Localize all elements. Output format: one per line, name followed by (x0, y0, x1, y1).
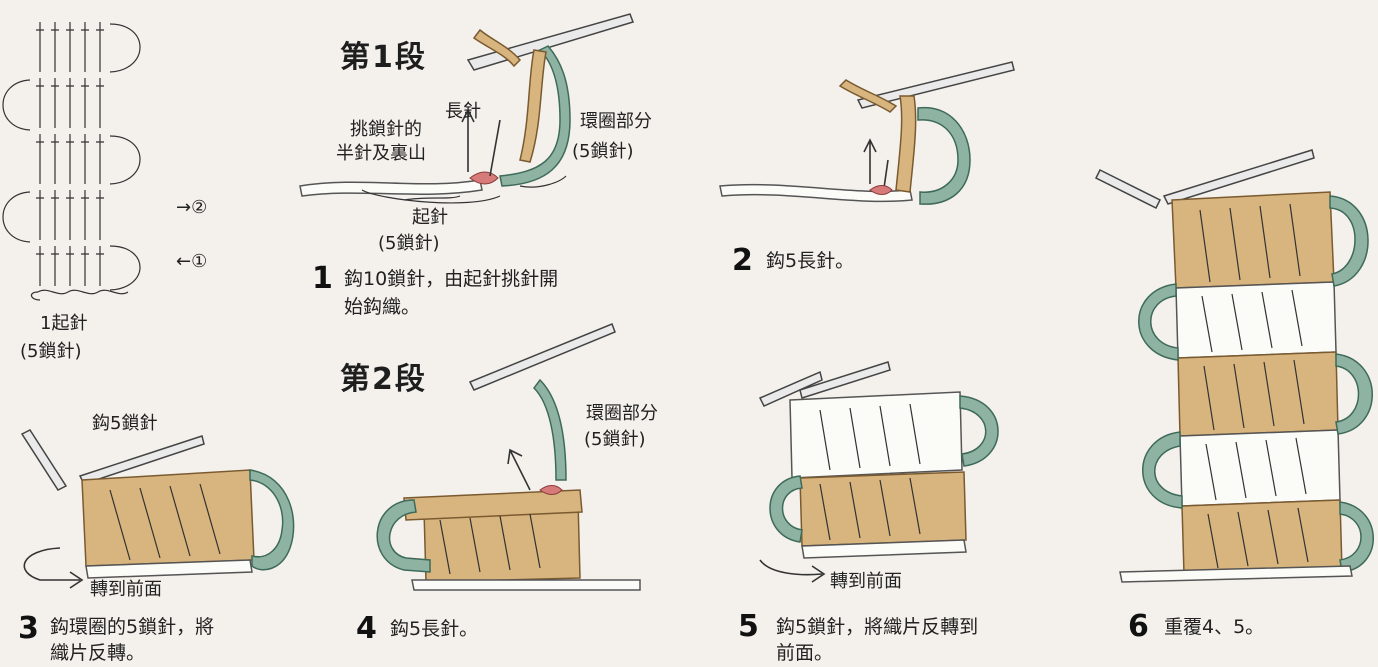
step3-number: 3 (18, 614, 39, 644)
step4-label-loop-2: (5鎖針) (584, 428, 646, 452)
step3-caption-1: 鈎環圈的5鎖針，將 (50, 614, 214, 640)
step3-caption-2: 織片反轉。 (50, 640, 145, 666)
row1-title: 第1段 (340, 32, 427, 76)
step1-label-pick-1: 挑鎖針的 (350, 118, 422, 142)
row2-title: 第2段 (340, 354, 427, 398)
chart-row1-label: ←① (176, 250, 207, 274)
step5-number: 5 (738, 612, 759, 642)
step5-label-turn: 轉到前面 (830, 570, 902, 594)
step6-number: 6 (1128, 612, 1149, 642)
step1-caption-2: 始鈎織。 (344, 294, 420, 320)
chart-foundation-label-2: (5鎖針) (20, 340, 82, 364)
step1-label-pick-2: 半針及裏山 (336, 142, 426, 166)
step4-caption: 鈎5長針。 (390, 616, 478, 642)
chart-row2-label: →② (176, 196, 207, 220)
chart-foundation-label-1: 1起針 (40, 312, 87, 336)
step2-caption: 鈎5長針。 (766, 248, 854, 274)
step2-number: 2 (732, 246, 753, 276)
stitch-chart (3, 22, 140, 300)
step6-illustration (1096, 150, 1373, 582)
step1-label-start-2: (5鎖針) (378, 232, 440, 256)
step5-caption-2: 前面。 (776, 640, 833, 666)
step4-number: 4 (356, 614, 377, 644)
step5-caption-1: 鈎5鎖針，將織片反轉到 (776, 614, 978, 640)
step3-label-turn: 轉到前面 (90, 578, 162, 602)
step2-illustration (720, 62, 1014, 204)
step1-number: 1 (312, 264, 333, 294)
step1-label-start-1: 起針 (412, 206, 448, 230)
step1-caption-1: 鈎10鎖針，由起針挑針開 (344, 266, 558, 292)
step1-label-loop-1: 環圈部分 (580, 110, 652, 134)
step4-label-loop-1: 環圈部分 (586, 402, 658, 426)
step1-label-loop-2: (5鎖針) (572, 140, 634, 164)
step1-label-dc: 長針 (445, 100, 481, 124)
step5-illustration (760, 362, 998, 582)
step3-label-chain: 鈎5鎖針 (92, 412, 157, 436)
step6-caption: 重覆4、5。 (1164, 614, 1264, 640)
step3-illustration (22, 430, 294, 588)
